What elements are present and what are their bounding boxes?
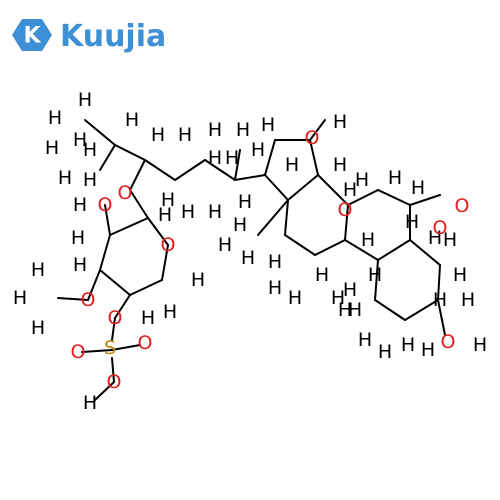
atom-o-hydroxyl: O [305,127,320,149]
atom-h: H [443,229,457,251]
atom-h: H [461,289,475,311]
atom-h: H [428,227,442,249]
atom-h: H [151,124,165,146]
atom-h: H [358,329,372,351]
atom-o-hydroxyl: O [433,217,448,239]
atom-h: H [45,137,59,159]
atom-h: H [31,317,45,339]
atom-h: H [268,277,282,299]
atom-h: H [421,339,435,361]
atom-h: H [58,167,72,189]
atom-h: H [208,201,222,223]
atom-o-sulfate-oh: O [107,371,122,393]
atom-h: H [355,169,369,191]
atom-h: H [191,269,205,291]
atom-h: H [141,307,155,329]
atom-h: H [31,259,45,281]
atom-h: H [83,139,97,161]
atom-h: H [361,229,375,251]
atom-h: H [48,107,62,129]
atom-o-methoxy: O [81,289,96,311]
atom-h: H [261,114,275,136]
atom-h: H [225,147,239,169]
atom-h: H [78,89,92,111]
atom-o-hydroxyl: O [441,331,456,353]
atom-h: H [218,234,232,256]
atom-h: H [348,299,362,321]
atom-h-hydroxyl: H [73,194,87,216]
atom-o-hydroxyl: O [455,195,470,217]
atom-h: H [178,124,192,146]
atom-h: H [288,287,302,309]
bond-network [57,119,446,401]
atom-o-sulfate-link: O [108,307,123,329]
atom-s: S [104,337,116,359]
atom-h: H [368,264,382,286]
atom-h: H [236,119,250,141]
atom-h: H [378,341,392,363]
atom-h: H [208,119,222,141]
logo-text: Kuujia [60,19,166,54]
atom-h-hydroxyl: H [333,111,347,133]
atom-o-hydroxyl: O [338,199,353,221]
atom-o-sulfate: O [71,341,86,363]
atom-h: H [388,167,402,189]
atom-h: H [73,129,87,151]
kuujia-logo: K Kuujia [12,19,166,54]
atom-h: H [83,169,97,191]
atom-h: H [13,287,27,309]
atom-h: H [161,189,175,211]
atom-h: H [73,254,87,276]
kuujia-k-hexagon-icon [12,19,52,51]
atom-h: H [331,287,345,309]
atom-h: H [338,299,352,321]
svg-text:K: K [23,24,41,49]
atom-h: H [238,191,252,213]
atom-o-ether: O [118,182,133,204]
atom-h: H [401,334,415,356]
atom-h: H [285,154,299,176]
atom-h: H [241,247,255,269]
atom-h: H [268,251,282,273]
atom-h: H [315,264,329,286]
atom-h: H [233,214,247,236]
atom-h: H [181,201,195,223]
atom-h: H [343,279,357,301]
atom-h: H [251,139,265,161]
atom-h: H [158,204,172,226]
atom-h: H [433,289,447,311]
atom-h-hydroxyl: H [83,392,97,414]
atom-h-hydroxyl: H [473,334,487,356]
atom-h: H [453,264,467,286]
atom-o-sulfate: O [138,332,153,354]
atom-labels: H H H H H H H H H H H H H H H H H H H H … [13,89,487,414]
atom-h: H [333,154,347,176]
atom-h: H [163,301,177,323]
atom-o-hydroxyl: O [98,194,113,216]
atom-h-hydroxyl: H [343,179,357,201]
atom-h: H [208,147,222,169]
atom-o-ring: O [161,234,176,256]
atom-h: H [125,109,139,131]
atom-h: H [411,177,425,199]
atom-h: H [71,227,85,249]
atom-h: H [405,211,419,233]
